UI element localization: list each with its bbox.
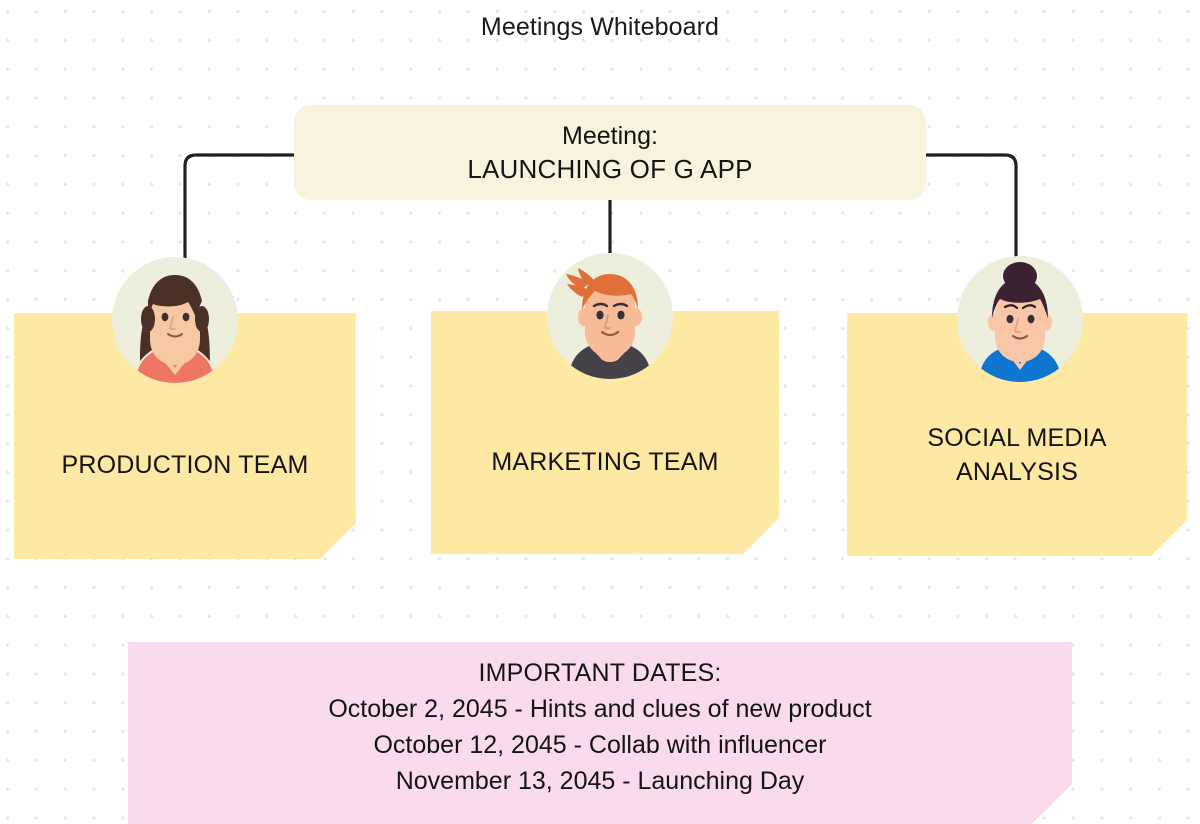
sticky-note-label: MARKETING TEAM — [491, 447, 719, 476]
avatar-woman-brown-bob-icon — [112, 257, 238, 383]
important-date-line-2: October 12, 2045 - Collab with influence… — [373, 731, 827, 759]
important-dates-panel[interactable]: IMPORTANT DATES: October 2, 2045 - Hints… — [128, 642, 1072, 824]
sticky-note-label: SOCIAL MEDIA ANALYSIS — [927, 423, 1107, 486]
important-date-line-1: October 2, 2045 - Hints and clues of new… — [328, 695, 872, 723]
sticky-note-label: PRODUCTION TEAM — [61, 451, 309, 479]
sticky-note-social-media-analysis[interactable]: SOCIAL MEDIA ANALYSIS — [847, 313, 1187, 556]
meeting-card-line2: LAUNCHING OF G APP — [467, 153, 753, 184]
connector-left — [183, 153, 296, 270]
meeting-card-line1: Meeting: — [562, 121, 658, 150]
page-title: Meetings Whiteboard — [480, 13, 720, 41]
avatar-man-ginger-hair-icon — [547, 253, 673, 379]
connector-right — [924, 153, 1018, 270]
avatar-woman-purple-bun-icon — [957, 256, 1083, 382]
important-dates-heading: IMPORTANT DATES: — [478, 659, 722, 687]
important-date-line-3: November 13, 2045 - Launching Day — [395, 767, 805, 795]
meeting-card[interactable]: Meeting: LAUNCHING OF G APP — [294, 105, 926, 200]
